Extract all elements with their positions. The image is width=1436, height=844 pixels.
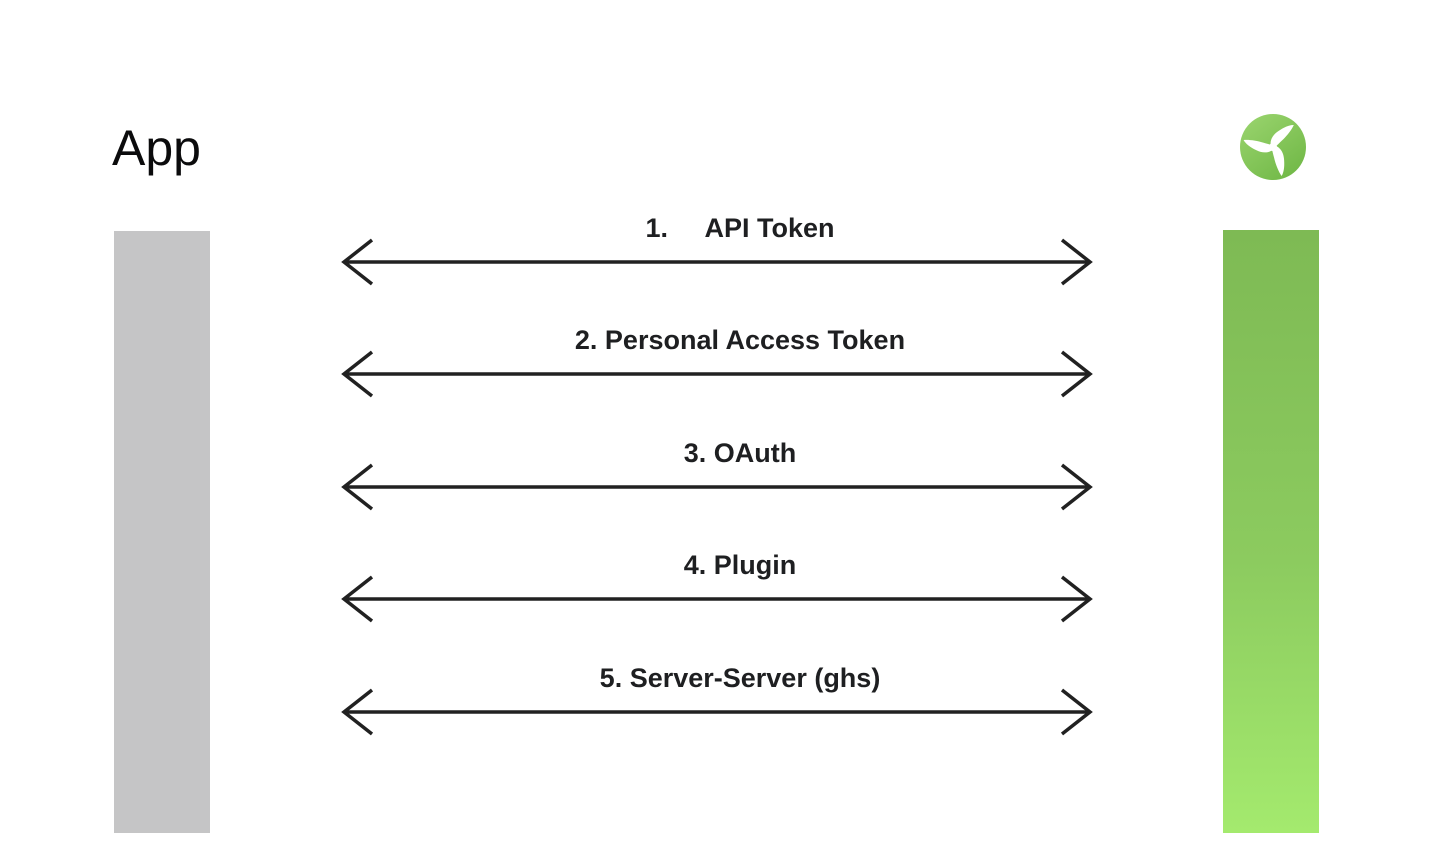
connection-label: 1. API Token [645,213,835,243]
connection-label: 5. Server-Server (ghs) [599,663,881,693]
bidirectional-arrow [341,688,1093,736]
connection-label: 2. Personal Access Token [574,325,906,355]
app-lifeline-bar [114,231,210,833]
bidirectional-arrow [341,575,1093,623]
connection-label: 4. Plugin [683,550,797,580]
bidirectional-arrow [341,238,1093,286]
app-title: App [112,120,201,176]
bidirectional-arrow [341,463,1093,511]
service-lifeline-bar [1223,230,1319,833]
propeller-logo-icon [1240,114,1306,180]
connection-label: 3. OAuth [683,438,797,468]
bidirectional-arrow [341,350,1093,398]
